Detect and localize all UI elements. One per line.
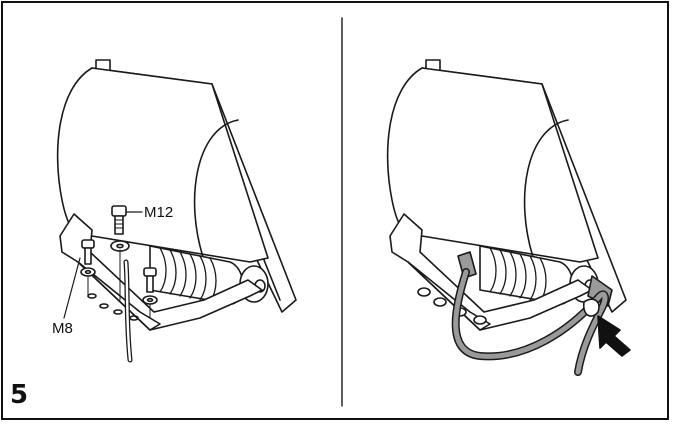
bolt-m8-icon (81, 239, 95, 265)
bolt-m12-icon (111, 205, 127, 235)
washer-m8-icon (80, 267, 96, 277)
left-panel-floodlight (56, 59, 297, 363)
washer-m12-icon (110, 240, 130, 252)
bolt-right-icon (143, 267, 157, 293)
step-number: 5 (10, 380, 29, 410)
mounting-bracket (389, 213, 593, 331)
cable-loop (453, 269, 608, 375)
right-panel-floodlight (386, 59, 631, 376)
label-m8: M8 (52, 320, 73, 337)
m8-leader (63, 257, 81, 319)
washer-right-icon (142, 295, 158, 305)
cable-tie (582, 298, 600, 317)
label-m12: M12 (144, 204, 174, 221)
direction-arrow-icon (597, 315, 631, 357)
housing-rear-curve (193, 119, 239, 261)
housing-rear-curve (523, 119, 569, 261)
power-cable-core (124, 260, 132, 362)
mounting-bracket (59, 213, 263, 331)
bolt-guide-lines (87, 249, 151, 319)
diagram-frame (1, 1, 669, 420)
